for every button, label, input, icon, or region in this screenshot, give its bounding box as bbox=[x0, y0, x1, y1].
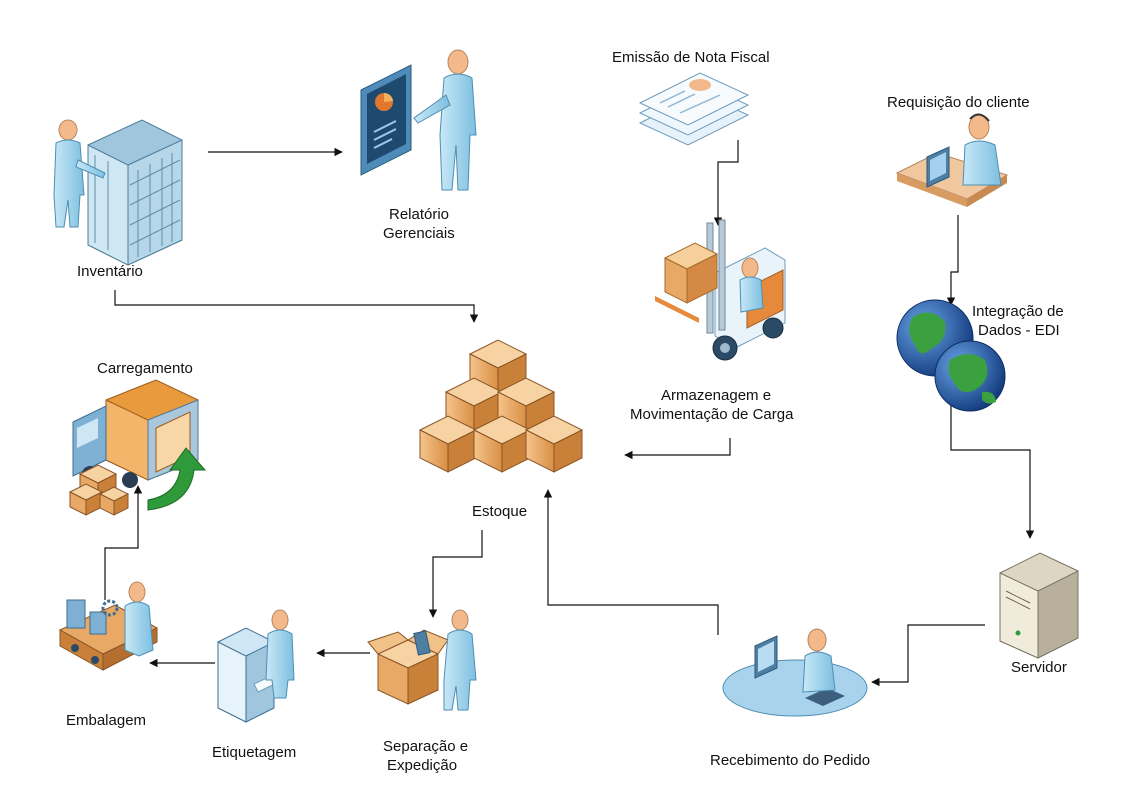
label-etiquetagem: Etiquetagem bbox=[212, 744, 297, 761]
customer-desk-icon bbox=[895, 113, 1009, 207]
label-separacao-line1: Separação e bbox=[383, 738, 469, 755]
arrow-embalagem-carregamento bbox=[104, 485, 143, 600]
globes-icon bbox=[896, 299, 1006, 412]
arrow-recebimento-estoque bbox=[543, 489, 719, 635]
label-estoque: Estoque bbox=[472, 503, 528, 520]
label-armazenagem-line1: Armazenagem e bbox=[661, 387, 772, 404]
label-servidor: Servidor bbox=[1011, 659, 1067, 676]
label-carregamento: Carregamento bbox=[97, 360, 193, 377]
server-rack-person-icon bbox=[53, 119, 183, 266]
arrow-nota-armazenagem bbox=[713, 140, 739, 226]
label-embalagem: Embalagem bbox=[66, 712, 147, 729]
arrow-inventario-estoque bbox=[114, 290, 479, 323]
connectors bbox=[104, 140, 1035, 687]
label-inventario: Inventário bbox=[77, 263, 143, 280]
label-requisicao: Requisição do cliente bbox=[887, 94, 1030, 111]
arrow-estoque-separacao bbox=[428, 530, 483, 618]
server-tower-icon bbox=[999, 552, 1079, 659]
label-recebimento: Recebimento do Pedido bbox=[710, 752, 871, 769]
picking-box-icon bbox=[367, 609, 477, 711]
forklift-icon bbox=[655, 219, 786, 361]
label-nota-fiscal: Emissão de Nota Fiscal bbox=[612, 49, 770, 66]
label-integracao-line2: Dados - EDI bbox=[978, 322, 1060, 339]
arrow-servidor-recebimento bbox=[871, 624, 985, 687]
receiving-desk-icon bbox=[722, 628, 868, 717]
label-relatorio-line1: Relatório bbox=[389, 206, 450, 223]
green-arrow-icon bbox=[147, 447, 207, 511]
arrow-requisicao-globes bbox=[946, 215, 959, 306]
truck-icon bbox=[72, 379, 199, 488]
arrow-armazenagem-estoque bbox=[624, 438, 731, 460]
small-boxes-icon bbox=[68, 464, 130, 516]
arrow-globes-servidor bbox=[950, 405, 1035, 539]
label-printer-icon bbox=[217, 609, 295, 723]
label-relatorio-line2: Gerenciais bbox=[383, 225, 455, 242]
boxes-stack-icon bbox=[418, 339, 584, 473]
invoice-documents-icon bbox=[638, 72, 750, 146]
label-separacao-line2: Expedição bbox=[387, 757, 458, 774]
packing-conveyor-icon bbox=[58, 581, 159, 671]
label-armazenagem-line2: Movimentação de Carga bbox=[630, 406, 794, 423]
label-integracao-line1: Integração de bbox=[972, 303, 1064, 320]
presentation-person-icon bbox=[360, 49, 477, 191]
